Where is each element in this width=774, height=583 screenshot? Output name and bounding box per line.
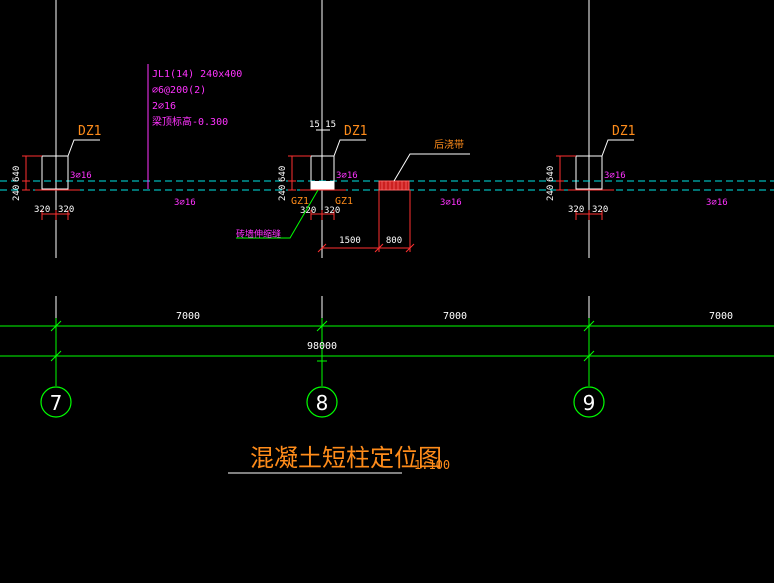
post-pour-label: 后浇带 [434,138,464,151]
column-8-dim-w-right: 320 [324,206,340,216]
column-9-rebar: 3⌀16 [604,171,626,181]
beam-note-line2: ⌀6@200(2) [152,85,206,96]
column-9[interactable]: DZ1 3⌀16 240 640 320 320 [546,124,635,220]
span-8-9: 7000 [443,311,467,322]
span-9-right: 7000 [709,311,733,322]
drawing-scale: 1:100 [414,458,450,472]
column-7-dim-h2: 640 [12,166,22,182]
column-9-dim-h1: 240 [546,185,556,201]
beam-note-line4: 梁顶标高-0.300 [152,115,228,128]
column-8-rebar: 3⌀16 [336,171,358,181]
column-7-rebar: 3⌀16 [70,171,92,181]
axis-bubble-9[interactable]: 9 [573,386,605,418]
column-8-tag: DZ1 [344,124,367,139]
column-7-tag: DZ1 [78,124,101,139]
post-pour-dim-right: 800 [386,236,402,246]
beam-note-line3: 2⌀16 [152,101,176,112]
beam-rebar-below-2: 3⌀16 [440,198,462,208]
column-9-dim-w-left: 320 [568,205,584,215]
column-9-dim-w-right: 320 [592,205,608,215]
column-8-dim-w-left: 320 [300,206,316,216]
green-dimension-lines [0,318,774,386]
beam-rebar-below-3: 3⌀16 [706,198,728,208]
column-7-dim-w-right: 320 [58,205,74,215]
column-8-dim-h2: 640 [278,166,288,182]
axis-label-8: 8 [316,391,329,415]
post-pour-strip[interactable]: 后浇带 1500 800 [317,138,470,253]
wall-joint-label[interactable]: 砖墙伸缩缝 [236,189,319,240]
column-9-tag: DZ1 [612,124,635,139]
span-7-8: 7000 [176,311,200,322]
axis-label-9: 9 [583,391,596,415]
column-8-gz-right: GZ1 [335,196,353,207]
beam-note-line1: JL1(14) 240x400 [152,69,242,80]
column-7-dim-w-left: 320 [34,205,50,215]
axis-label-7: 7 [50,391,63,415]
column-8-gz-left: GZ1 [291,196,309,207]
beam-rebar-below-1: 3⌀16 [174,198,196,208]
column-8-top-dims: 15 15 [309,120,336,130]
column-9-dim-h2: 640 [546,166,556,182]
wall-joint-text: 砖墙伸缩缝 [236,228,281,240]
column-7-dim-h1: 240 [12,185,22,201]
axis-bubble-8[interactable]: 8 [306,386,338,418]
column-8[interactable]: DZ1 3⌀16 15 15 240 640 GZ1 GZ1 320 320 [278,116,367,220]
post-pour-dim-left: 1500 [339,236,361,246]
span-total: 98000 [307,341,337,352]
drawing-title: 混凝土短柱定位图 [250,444,442,472]
column-7[interactable]: DZ1 3⌀16 240 640 320 320 [12,124,101,220]
axis-bubble-7[interactable]: 7 [40,386,72,418]
column-8-dim-h1: 240 [278,185,288,201]
column-8-filled-block [311,181,334,190]
drawing-title-block: 混凝土短柱定位图 1:100 [228,444,450,474]
beam-note[interactable]: JL1(14) 240x400 ⌀6@200(2) 2⌀16 梁顶标高-0.30… [147,64,242,189]
